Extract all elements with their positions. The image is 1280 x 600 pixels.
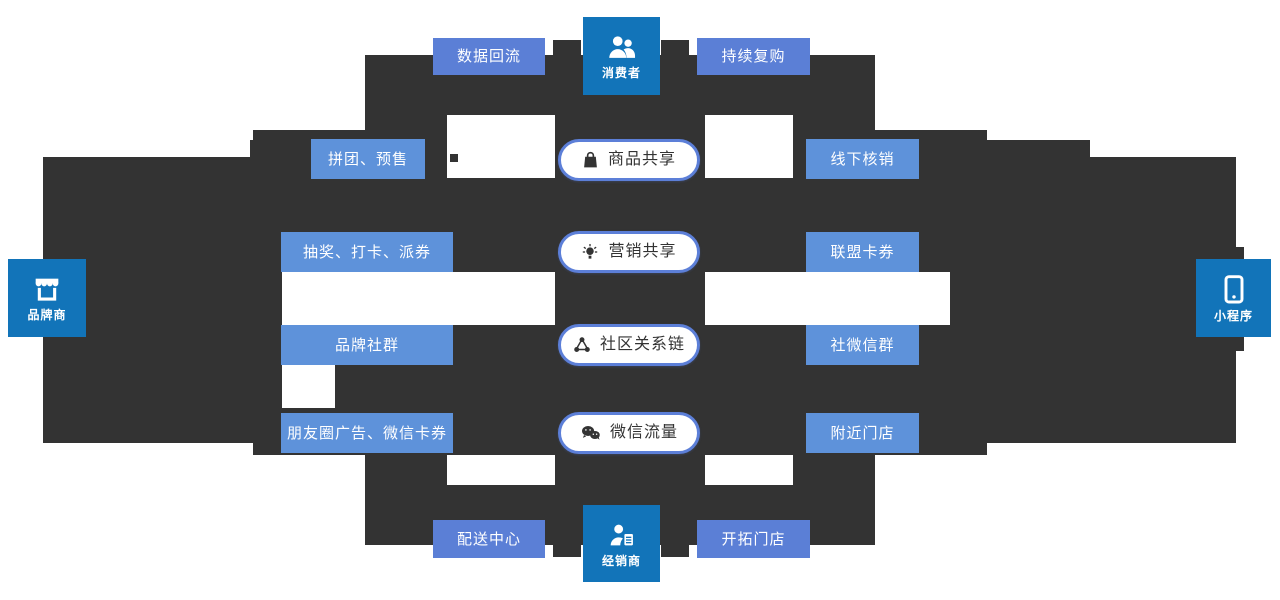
connector-segment [553,540,581,557]
connector-tick [920,341,928,349]
connector-tick [450,154,458,162]
left-row-lottery: 抽奖、打卡、派券 [281,232,453,272]
pill-community-chain-label: 社区关系链 [599,336,685,353]
connector-tick [920,248,928,256]
people-icon [605,33,639,63]
pill-marketing-sharing-label: 营销共享 [608,243,677,260]
bag-icon [582,151,599,169]
network-icon [573,336,591,354]
connector-segments [43,40,1244,557]
node-distributor: 经销商 [583,505,660,582]
connector-segment [661,540,689,557]
node-brand: 品牌商 [8,259,86,337]
node-brand-label: 品牌商 [27,308,67,322]
label-open-stores: 开拓门店 [697,520,810,558]
pill-goods-sharing: 商品共享 [558,139,700,181]
right-row-offline-redeem: 线下核销 [806,139,919,179]
wechat-icon [580,424,601,442]
phone-icon [1220,274,1248,306]
storefront-icon [30,275,64,305]
right-row-wechat-groups: 社微信群 [806,325,919,365]
node-miniprogram: 小程序 [1196,259,1271,337]
node-miniprogram-label: 小程序 [1213,309,1253,323]
right-row-nearby-stores: 附近门店 [806,413,919,453]
pill-wechat-traffic-label: 微信流量 [609,424,678,441]
pill-community-chain: 社区关系链 [558,324,700,366]
person-doc-icon [606,521,638,551]
pill-marketing-sharing: 营销共享 [558,231,700,273]
node-consumer-label: 消费者 [601,66,641,80]
connector-tick [273,285,282,293]
left-row-moments-ads: 朋友圈广告、微信卡券 [281,413,453,453]
connector-segment [661,40,689,60]
connector-segment [950,140,1090,160]
connector-segment [950,157,1236,443]
node-distributor-label: 经销商 [601,553,641,568]
label-delivery-center: 配送中心 [433,520,545,558]
left-row-brand-community: 品牌社群 [281,325,453,365]
connector-segment [553,40,581,60]
connector-segment [335,364,987,413]
label-repeat-purchase: 持续复购 [697,38,810,75]
node-consumer: 消费者 [583,17,660,95]
pill-goods-sharing-label: 商品共享 [607,151,676,168]
left-row-groupbuy: 拼团、预售 [311,139,425,179]
bulb-icon [581,243,599,261]
pill-wechat-traffic: 微信流量 [558,412,700,454]
right-row-alliance-coupons: 联盟卡券 [806,232,919,272]
connector-segment [250,140,282,160]
label-data-backflow: 数据回流 [433,38,545,75]
